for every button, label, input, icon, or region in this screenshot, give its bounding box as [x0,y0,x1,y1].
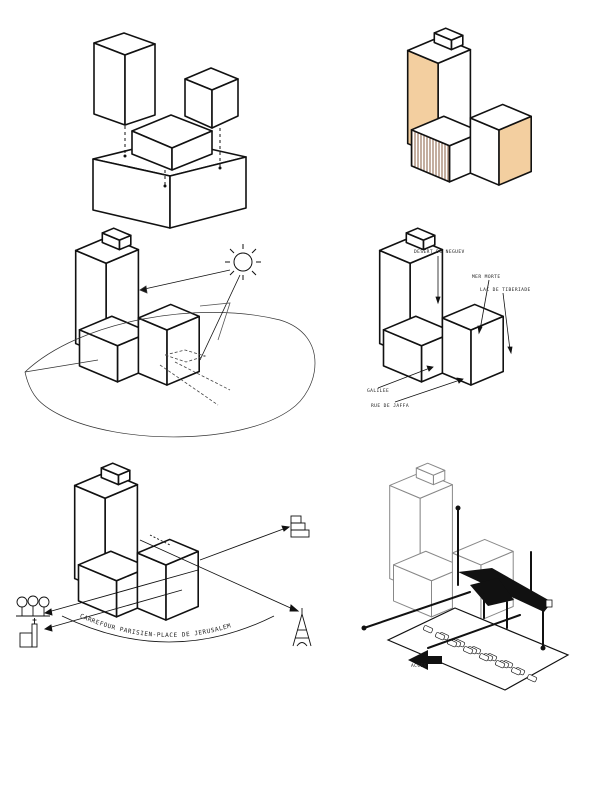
tower-cap-top [405,227,436,241]
projection-lines [124,126,221,186]
label-desert: DESERT DU NEGUEV [414,249,465,255]
car-icon [423,625,434,634]
bridge-top [393,550,465,582]
bridge-top [382,315,455,347]
building-context-diagram [73,462,199,621]
church-icon [19,618,38,648]
tower-cap-top [415,462,446,476]
bridge-top [77,550,150,582]
buildings-icon [290,515,310,538]
program-blocks-diagram [92,32,247,229]
car-icon [479,653,490,662]
right-block-top [469,103,533,131]
label-acces: ACCES [411,663,427,669]
tower-cap-top [101,227,132,241]
building-facade-diagram [406,27,533,186]
context-arc-textpath: CARREFOUR PARISIEN-PLACE DE JERUSALEM [79,613,232,639]
building-circulation-diagram [389,462,514,621]
right-block-top [451,538,514,566]
right-block-top [137,303,200,331]
car-icon [435,632,446,641]
bridge-top [78,315,151,347]
label-galilee: GALILEE [367,388,389,394]
circulation-overlay [361,505,570,691]
building-sun-diagram [74,227,200,386]
access-arrow [408,650,442,670]
middle-block [131,114,213,171]
context-overlay [43,525,300,643]
building-views-diagram [378,227,505,386]
tower-cap-top [100,462,131,476]
car-icon [511,667,522,676]
label-lac: LAC DE TIBERIADE [480,287,531,293]
small-block [184,67,239,129]
small-marker [545,599,553,608]
label-rue: RUE DE JAFFA [371,403,409,409]
parking-cars [423,625,538,683]
sun-path-overlay [24,244,316,438]
context-arc-label: CARREFOUR PARISIEN-PLACE DE JERUSALEM [79,613,232,639]
car-icon [495,660,506,669]
eiffel-tower-icon [292,608,312,647]
views-annotations [377,256,513,403]
car-icon [463,646,474,655]
trees-icon [16,595,50,617]
car-icon [527,674,538,683]
tall-block [93,32,156,126]
tower-cap-top [433,27,464,41]
label-mer-morte: MER MORTE [472,274,501,280]
sun-icon [225,244,261,280]
right-block-top [441,303,505,331]
bridge-top [410,115,483,147]
